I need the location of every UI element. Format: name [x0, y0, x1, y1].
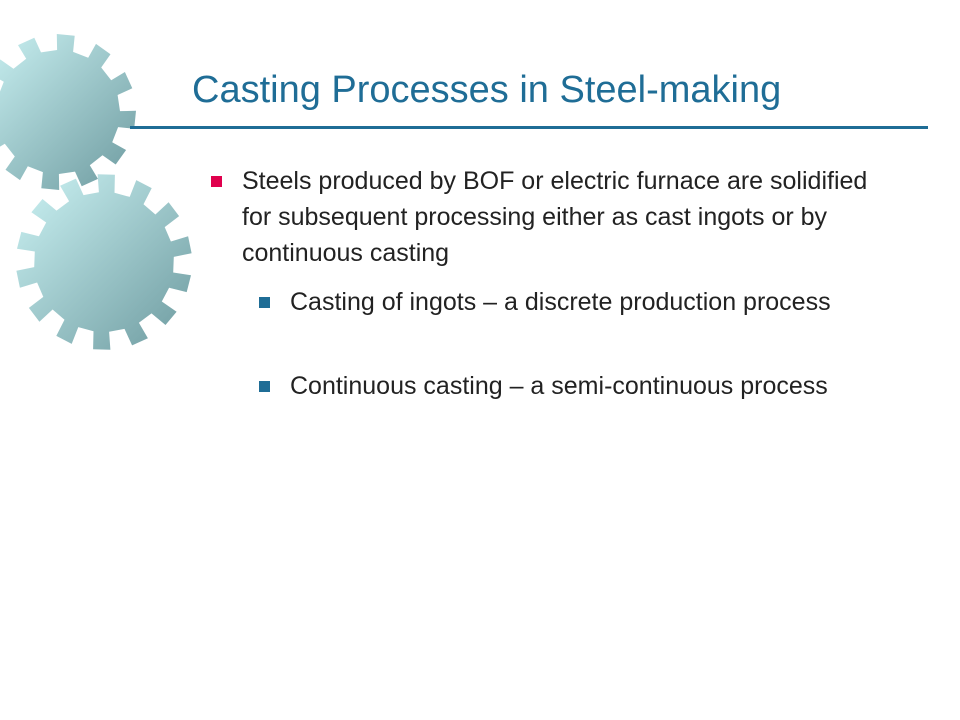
- gear-shape: [16, 174, 192, 350]
- gear-decoration: [0, 34, 192, 350]
- sub-bullet-continuous: Continuous casting – a semi-continuous p…: [290, 372, 828, 400]
- upper-gear-icon: [0, 34, 136, 190]
- page-title: Casting Processes in Steel-making: [192, 69, 782, 111]
- sub-bullet-marker: [259, 381, 270, 392]
- lower-gear-icon: [16, 174, 192, 350]
- gear-shape: [0, 34, 136, 190]
- sub-bullet-marker: [259, 297, 270, 308]
- title-divider: [130, 126, 928, 129]
- sub-bullet-ingots: Casting of ingots – a discrete productio…: [290, 288, 831, 316]
- bullet-main: Steels produced by BOF or electric furna…: [242, 167, 868, 267]
- bullet-marker: [211, 176, 222, 187]
